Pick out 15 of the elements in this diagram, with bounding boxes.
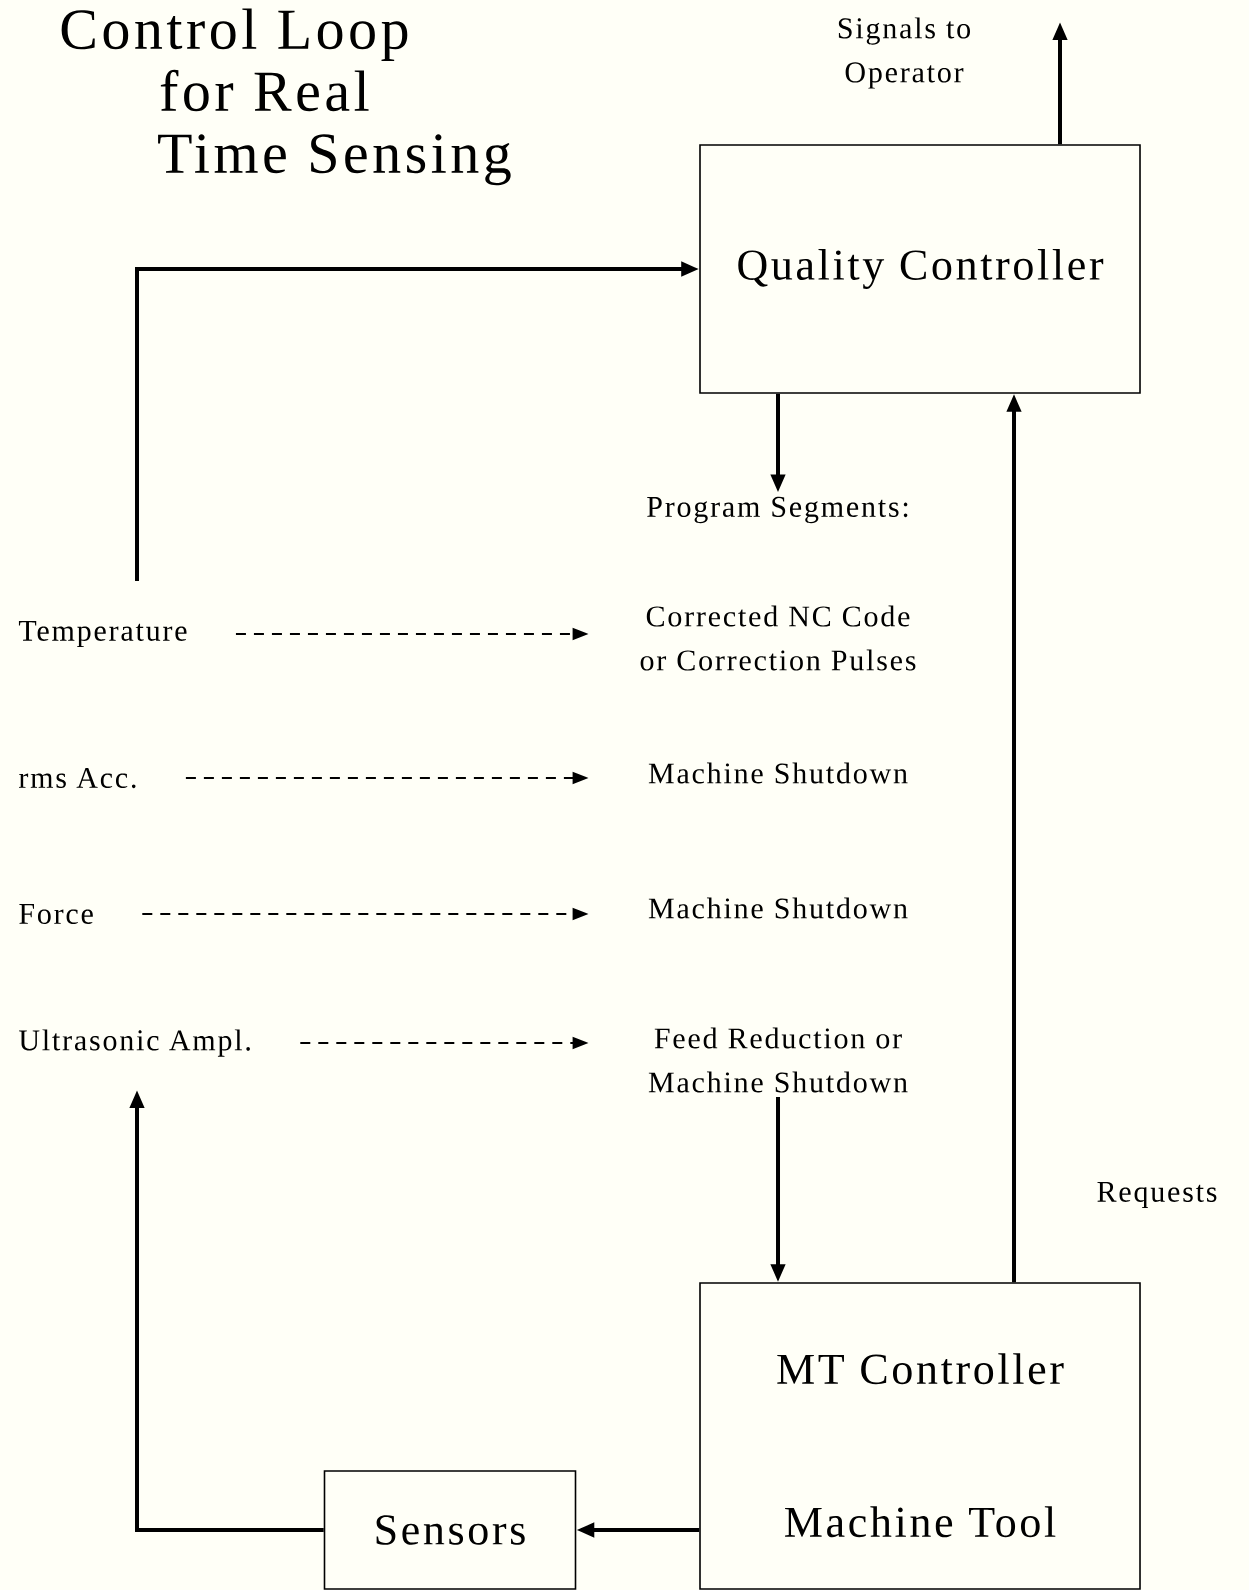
- block-box: Quality Controller: [699, 144, 1141, 394]
- action-text: Feed Reduction or Machine Shutdown: [648, 1027, 908, 1093]
- action-text: Machine Shutdown: [648, 897, 908, 919]
- action-text: Machine Shutdown: [648, 762, 908, 784]
- block-box: Sensors: [323, 1470, 577, 1590]
- block-box: MT Controller Machine Tool: [699, 1282, 1141, 1590]
- edge-label: Signals to Operator: [838, 17, 970, 89]
- sensor-label: rms Acc.: [19, 767, 136, 789]
- sensor-label: Force: [19, 904, 93, 924]
- action-text: Corrected NC Code or Correction Pulses: [640, 605, 916, 671]
- title: Control Loop for Real Time Sensing: [61, 8, 511, 186]
- edge-label: Requests: [1097, 1182, 1217, 1209]
- sensor-label: Temperature: [18, 621, 187, 648]
- sensor-label: Ultrasonic Ampl.: [19, 1029, 250, 1057]
- action-text: Program Segments:: [647, 496, 908, 524]
